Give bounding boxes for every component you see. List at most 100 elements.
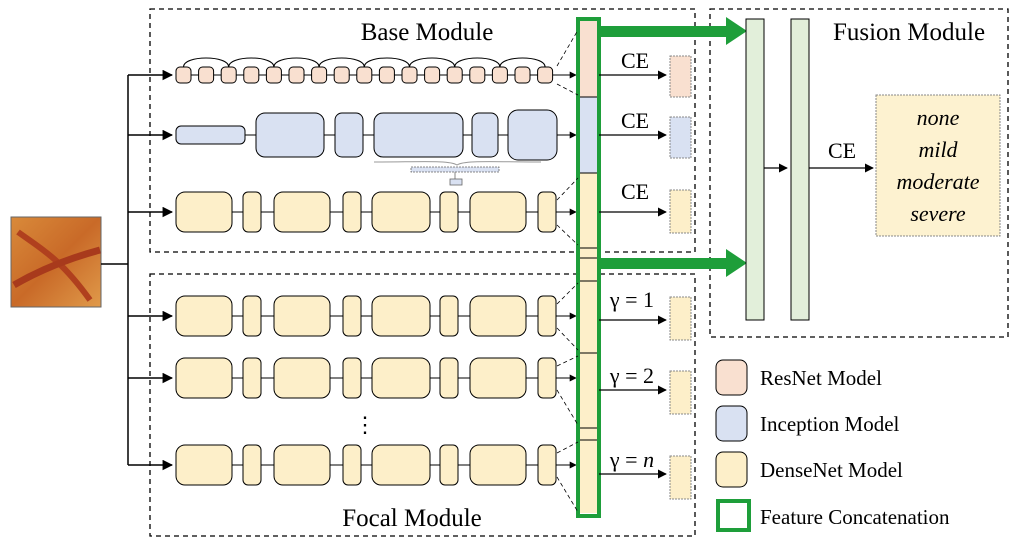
resnet-block [469,66,486,84]
inception-block [471,112,499,158]
class-severe: severe [910,201,966,226]
densenet-block [371,191,431,233]
concat-to-fusion-arrows [599,17,747,277]
resnet-block [198,66,215,84]
class-none: none [917,105,960,130]
densenet-block [439,444,459,486]
resnet-block [491,66,508,84]
resnet-output [669,55,692,98]
resnet-block [356,66,373,84]
resnet-block [446,66,463,84]
classifier-heads [599,55,692,500]
ce-label-resnet: CE [621,48,649,73]
densenet-block [537,295,557,337]
ce-label-fusion: CE [828,138,856,163]
densenet-block [537,444,557,486]
input-image [10,216,102,308]
concat-connectors [556,29,579,513]
densenet-row-2 [175,295,577,337]
densenet-block [342,295,362,337]
densenet-block [175,295,233,337]
densenet-block [469,357,527,399]
resnet-block [265,66,282,84]
densenet-block [175,444,233,486]
class-mild: mild [918,137,958,162]
densenet-block [242,357,262,399]
legend-densenet-swatch [715,451,748,488]
resnet-block [333,66,350,84]
densenet-row-1 [175,191,577,233]
resnet-skip [228,57,275,68]
densenet-block [537,191,557,233]
resnet-skip [183,57,230,68]
base-module-title: Base Module [361,19,494,46]
densenet-block [371,444,431,486]
legend-resnet-label: ResNet Model [760,366,882,390]
densenet-row-4 [175,444,577,486]
densenet-block [469,444,527,486]
resnet-block [175,66,192,84]
input-branches [101,69,174,471]
fusion-layer-1 [745,18,765,321]
densenet-block [439,191,459,233]
gamma-label-1: γ = 1 [609,287,654,312]
densenet-block [439,357,459,399]
inception-detail-bar [410,166,500,173]
inception-block [175,125,246,145]
densenet-block [273,191,331,233]
densenet-block [242,295,262,337]
resnet-skip [318,57,365,68]
densenet-block [371,357,431,399]
legend-resnet-swatch [715,359,748,396]
inception-detail-bracket [373,161,542,166]
class-moderate: moderate [896,169,979,194]
ce-label-densenet: CE [621,179,649,204]
resnet-block [378,66,395,84]
fusion-module-title: Fusion Module [833,19,985,46]
resnet-block [220,66,237,84]
densenet-block [342,191,362,233]
densenet-block [175,191,233,233]
base-module-box [149,8,696,253]
resnet-skip [363,57,410,68]
densenet-block [273,444,331,486]
ce-label-inception: CE [621,108,649,133]
resnet-block [288,66,305,84]
focal-output-1 [669,296,692,341]
densenet-block [175,357,233,399]
resnet-block [537,66,554,84]
legend-inception-label: Inception Model [760,412,900,436]
severity-classes: none mild moderate severe [896,105,979,226]
densenet-block [342,444,362,486]
resnet-block [514,66,531,84]
resnet-skip [273,57,320,68]
gamma-label-2: γ = 2 [609,363,654,388]
resnet-block [401,66,418,84]
focal-module-box [149,273,696,537]
densenet-block [273,295,331,337]
resnet-block [424,66,441,84]
fusion-network [745,18,1001,321]
focal-output-2 [669,370,692,415]
concat-column [576,17,601,518]
resnet-skip [499,57,546,68]
inception-output [669,116,692,159]
legend: ResNet Model Inception Model DenseNet Mo… [715,359,950,532]
legend-concat-swatch [716,499,751,532]
legend-concat-label: Feature Concatenation [760,505,950,529]
gamma-label-n: γ = n [609,447,654,472]
densenet-output [669,189,692,234]
densenet-block [371,295,431,337]
resnet-row [175,57,577,84]
densenet-block [342,357,362,399]
densenet-row-3 [175,357,577,399]
densenet-block [242,444,262,486]
resnet-skip [409,57,456,68]
inception-block [334,112,364,158]
severity-output-box [875,94,1001,237]
inception-block [373,112,464,158]
densenet-block [469,295,527,337]
inception-block [255,112,325,158]
fusion-module-box [709,8,1009,338]
